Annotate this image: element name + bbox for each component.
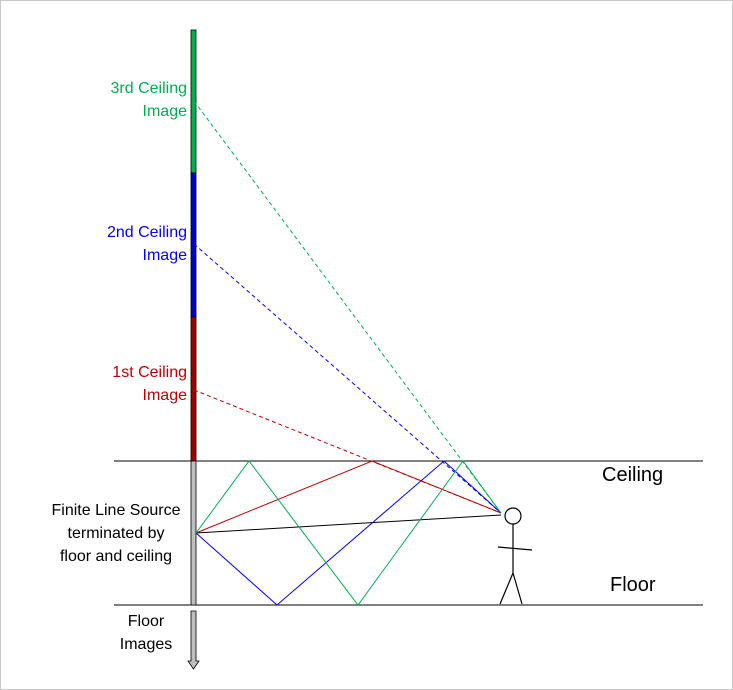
direct-ray <box>195 514 502 534</box>
second-ceiling-image-label-line2: Image <box>142 247 187 264</box>
second-ceiling-image-label-line1: 2nd Ceiling <box>106 224 187 241</box>
first-ceiling-image-label-line1: 1st Ceiling <box>112 364 187 381</box>
line-source-bar <box>190 460 197 606</box>
second-reflection-ray <box>195 460 502 606</box>
third-image-dashed-ray <box>193 100 502 514</box>
third-ceiling-image-label-line1: 3rd Ceiling <box>110 80 187 97</box>
third-ceiling-image-label-line2: Image <box>142 103 187 120</box>
ceiling-label: Ceiling <box>602 464 664 486</box>
listener-figure <box>497 507 533 605</box>
first-ceiling-image-label: 1st Ceiling Image <box>81 361 187 407</box>
first-reflection-ray <box>195 460 502 534</box>
line-source-label-line2: terminated by <box>67 525 165 542</box>
third-reflection-ray <box>195 460 502 606</box>
first-ceiling-image-bar <box>190 316 197 462</box>
third-ceiling-image-bar <box>190 29 197 174</box>
floor-images-label: Floor Images <box>113 610 179 656</box>
floor-images-label-line2: Images <box>119 636 173 653</box>
second-ceiling-image-label: 2nd Ceiling Image <box>81 221 187 267</box>
floor-label: Floor <box>610 574 656 596</box>
line-source-label: Finite Line Source terminated by floor a… <box>43 499 189 568</box>
line-source-label-line1: Finite Line Source <box>51 502 181 519</box>
floor-images-label-line1: Floor <box>127 613 165 630</box>
second-image-dashed-ray <box>193 243 502 514</box>
third-ceiling-image-label: 3rd Ceiling Image <box>81 77 187 123</box>
line-source-label-line3: floor and ceiling <box>59 548 173 565</box>
floor-images-arrow <box>187 610 200 670</box>
first-ceiling-image-label-line2: Image <box>142 387 187 404</box>
